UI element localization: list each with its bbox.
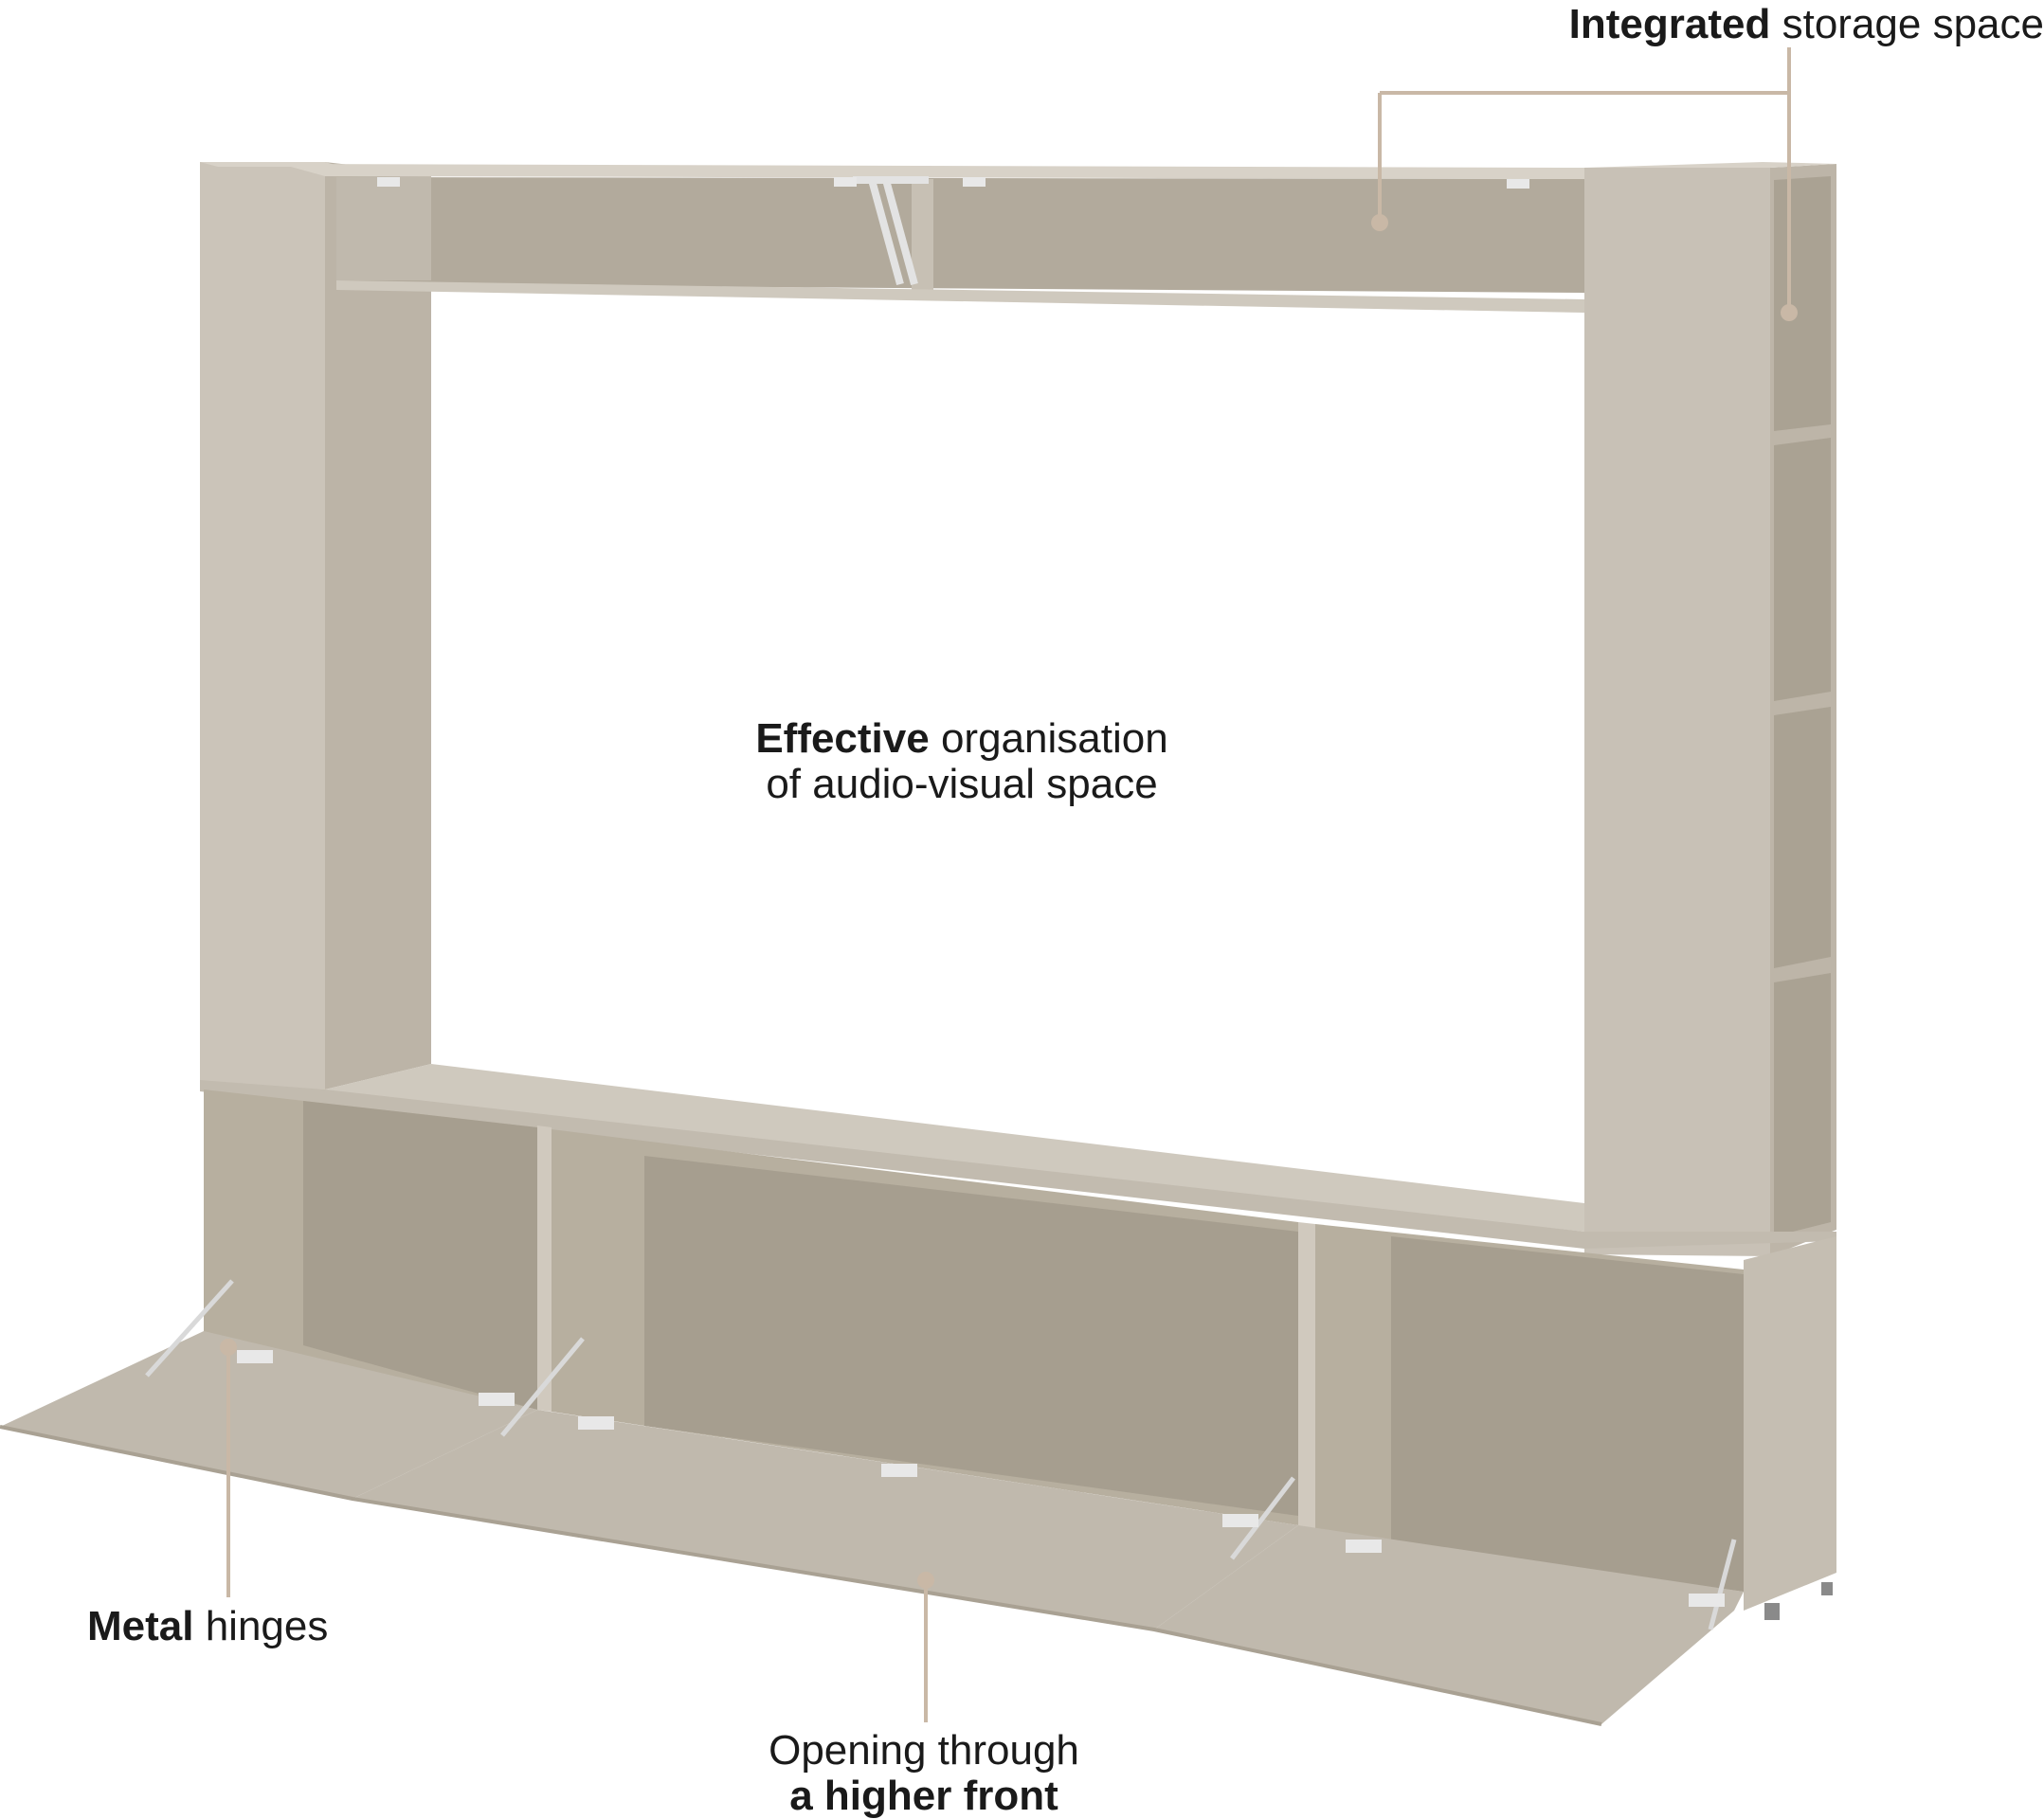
annotation-storage-bold: Integrated: [1568, 1, 1771, 47]
annotation-effective-rest: organisation: [929, 715, 1168, 762]
stay-arm: [145, 1279, 1737, 1630]
top-shelf-divider: [912, 179, 933, 290]
drop-front-middle: [353, 1410, 1298, 1630]
top-shelf-left-side: [336, 177, 431, 280]
cabinet-foot: [1821, 1582, 1833, 1595]
hinge-icon: [1222, 1514, 1258, 1527]
lift-mechanism-icon: [853, 176, 929, 286]
hinge-icon: [963, 177, 986, 187]
leader-dot: [1781, 304, 1798, 321]
left-tower-inner-side: [325, 162, 431, 1090]
partition: [537, 1126, 552, 1412]
leader-dot: [220, 1339, 237, 1356]
compartment-middle-back: [644, 1156, 1298, 1516]
lower-cabinet: [200, 1080, 1836, 1620]
annotation-storage: Integrated storage space: [1569, 2, 2044, 47]
side-niche: [1774, 707, 1831, 968]
side-niche: [1774, 176, 1831, 431]
leader-storage: [1378, 47, 1791, 313]
annotation-effective-line1: Effective organisation: [616, 716, 1308, 762]
hinge-icon: [834, 177, 857, 187]
hinge-icon: [377, 177, 400, 187]
drop-front-right: [1154, 1525, 1744, 1724]
annotation-hinges-bold: Metal: [87, 1603, 194, 1649]
annotation-opening-line1: Opening through: [769, 1727, 1079, 1774]
annotation-hinges: Metal hinges: [87, 1604, 328, 1649]
side-niche: [1774, 438, 1831, 701]
annotation-opening: Opening through a higher front: [720, 1728, 1128, 1819]
cabinet-right-end: [1744, 1236, 1836, 1611]
hinge-icon: [237, 1350, 273, 1363]
annotation-effective-bold: Effective: [755, 715, 930, 762]
drop-fronts: [0, 1279, 1744, 1726]
side-niche: [1774, 973, 1831, 1236]
top-shelf-top: [280, 164, 1584, 179]
right-tower: [1584, 162, 1836, 1256]
annotation-hinges-rest: hinges: [193, 1603, 329, 1649]
hinge-icon: [1689, 1594, 1725, 1607]
compartment-left-back: [303, 1101, 537, 1410]
hinge-icon: [578, 1416, 614, 1430]
hinge-icon: [881, 1464, 917, 1477]
lower-cabinet-top-edge: [200, 1080, 1836, 1249]
partition: [1298, 1222, 1315, 1535]
hinge-icon: [1346, 1540, 1382, 1553]
hinge-icon: [1507, 179, 1529, 189]
hinge-icon: [479, 1393, 515, 1406]
cabinet-foot: [1764, 1603, 1780, 1620]
annotation-opening-bold: a higher front: [789, 1773, 1058, 1819]
annotation-storage-rest: storage space: [1770, 1, 2044, 47]
front-edge: [0, 1425, 1602, 1726]
top-shelf-bottom: [336, 280, 1584, 313]
leader-lines: [220, 47, 1798, 1722]
leader-dot: [917, 1572, 934, 1589]
top-shelf: [280, 164, 1584, 313]
right-tower-front: [1584, 168, 1770, 1256]
tv-base-shelf: [325, 1064, 1584, 1232]
compartment-right-back: [1391, 1236, 1744, 1592]
left-tower: [200, 162, 431, 1090]
annotation-effective: Effective organisation of audio-visual s…: [616, 716, 1308, 807]
top-shelf-back: [336, 177, 1584, 293]
annotation-opening-line2: a higher front: [720, 1774, 1128, 1819]
leader-dot: [1371, 214, 1388, 231]
left-tower-front: [200, 162, 325, 1090]
tv-base-shelf-top: [325, 1064, 1584, 1232]
right-tower-top: [1584, 162, 1836, 168]
annotation-effective-line2: of audio-visual space: [766, 761, 1158, 807]
drop-front-left: [0, 1331, 537, 1499]
